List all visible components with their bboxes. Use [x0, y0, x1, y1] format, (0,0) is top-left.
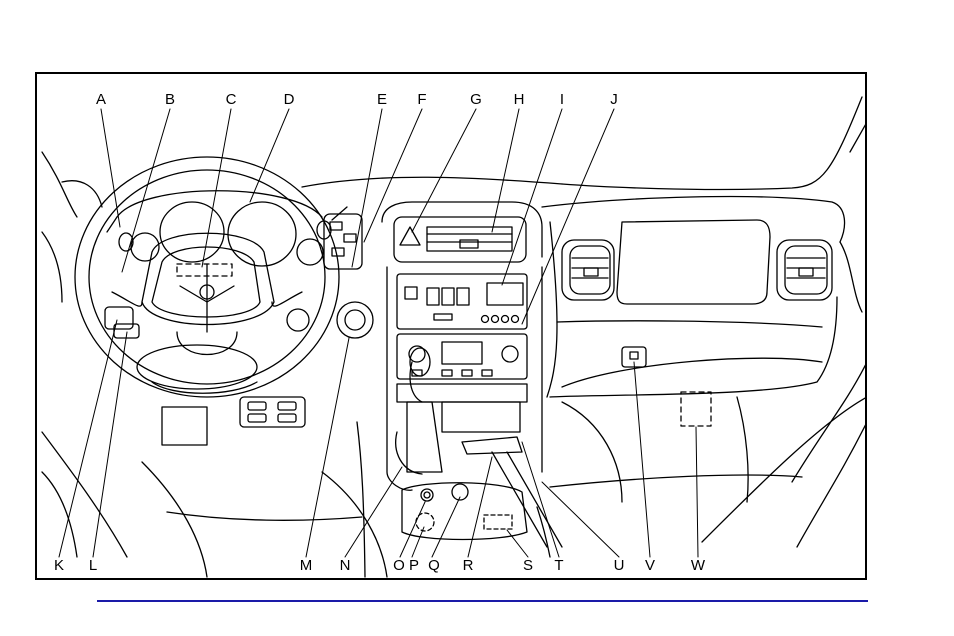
shift-lever — [396, 348, 520, 474]
instrument-panel-illustration — [37, 74, 867, 580]
callout-label-d: D — [284, 92, 295, 107]
callout-label-b: B — [165, 92, 175, 107]
footer-rule — [97, 600, 868, 602]
callout-label-t: T — [554, 558, 563, 573]
callout-label-e: E — [377, 92, 387, 107]
callout-label-g: G — [470, 92, 482, 107]
dash-structure — [42, 97, 867, 577]
callout-label-k: K — [54, 558, 64, 573]
pedals — [162, 397, 305, 445]
callout-label-h: H — [514, 92, 525, 107]
callout-label-f: F — [417, 92, 426, 107]
center-stack — [382, 202, 542, 490]
callout-label-w: W — [691, 558, 705, 573]
callout-label-c: C — [226, 92, 237, 107]
leader-lines — [59, 109, 698, 557]
callout-label-p: P — [409, 558, 419, 573]
callout-label-m: M — [300, 558, 313, 573]
callout-label-l: L — [89, 558, 97, 573]
callout-label-v: V — [645, 558, 655, 573]
callout-label-q: Q — [428, 558, 440, 573]
headlamp-switch — [105, 307, 139, 338]
callout-label-r: R — [463, 558, 474, 573]
diagram-frame: A B C D E F G H I J K L M N O P Q R S T … — [35, 72, 867, 580]
callout-label-s: S — [523, 558, 533, 573]
callout-label-n: N — [340, 558, 351, 573]
callout-label-j: J — [610, 92, 618, 107]
callout-label-u: U — [614, 558, 625, 573]
callout-label-o: O — [393, 558, 405, 573]
callout-label-a: A — [96, 92, 106, 107]
callout-label-i: I — [560, 92, 564, 107]
